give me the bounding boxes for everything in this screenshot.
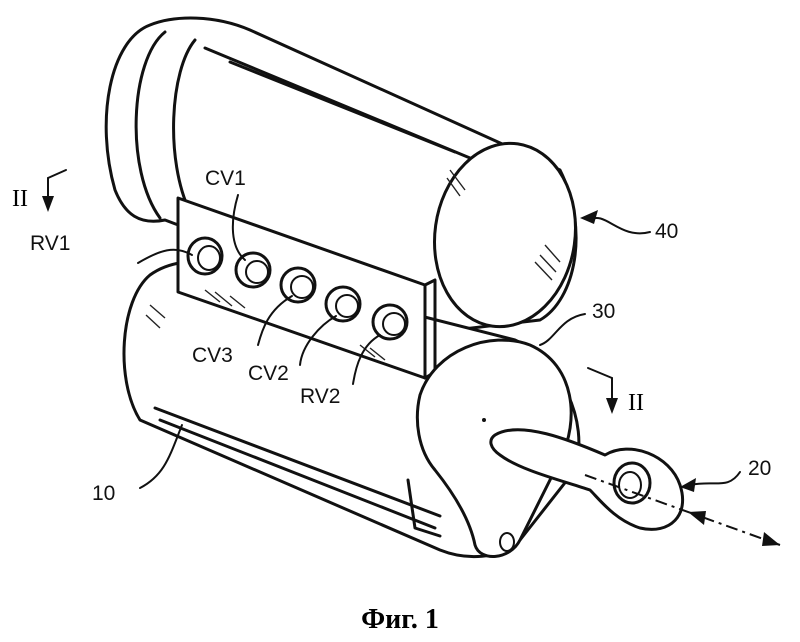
valve-rv2 (371, 303, 409, 341)
valve-cv1 (234, 251, 272, 289)
lower-cylinder-hatching (145, 304, 166, 329)
end-cap-hatching (446, 169, 561, 281)
section-mark-left: II (12, 169, 67, 212)
valve-cv2 (324, 285, 362, 323)
label-cv1: CV1 (205, 167, 246, 190)
section-label-right: II (628, 390, 644, 416)
section-label-left: II (12, 186, 28, 212)
label-ref-40: 40 (655, 220, 678, 243)
section-mark-right: II (587, 367, 644, 416)
valve-rv1 (186, 236, 224, 276)
end-plate-with-lever (415, 338, 685, 558)
figure-caption: Фиг. 1 (361, 604, 439, 635)
label-ref-10: 10 (92, 482, 115, 505)
block-hatching (204, 289, 386, 361)
label-rv1: RV1 (30, 232, 70, 255)
label-ref-20: 20 (748, 457, 771, 480)
valve-cv3 (279, 266, 317, 304)
leader-lines (137, 194, 741, 492)
upper-cylinder-40 (104, 16, 578, 332)
label-cv3: CV3 (192, 344, 233, 367)
axis-double-arrow (584, 474, 781, 546)
label-rv2: RV2 (300, 385, 340, 408)
label-cv2: CV2 (248, 362, 289, 385)
label-ref-30: 30 (592, 300, 615, 323)
